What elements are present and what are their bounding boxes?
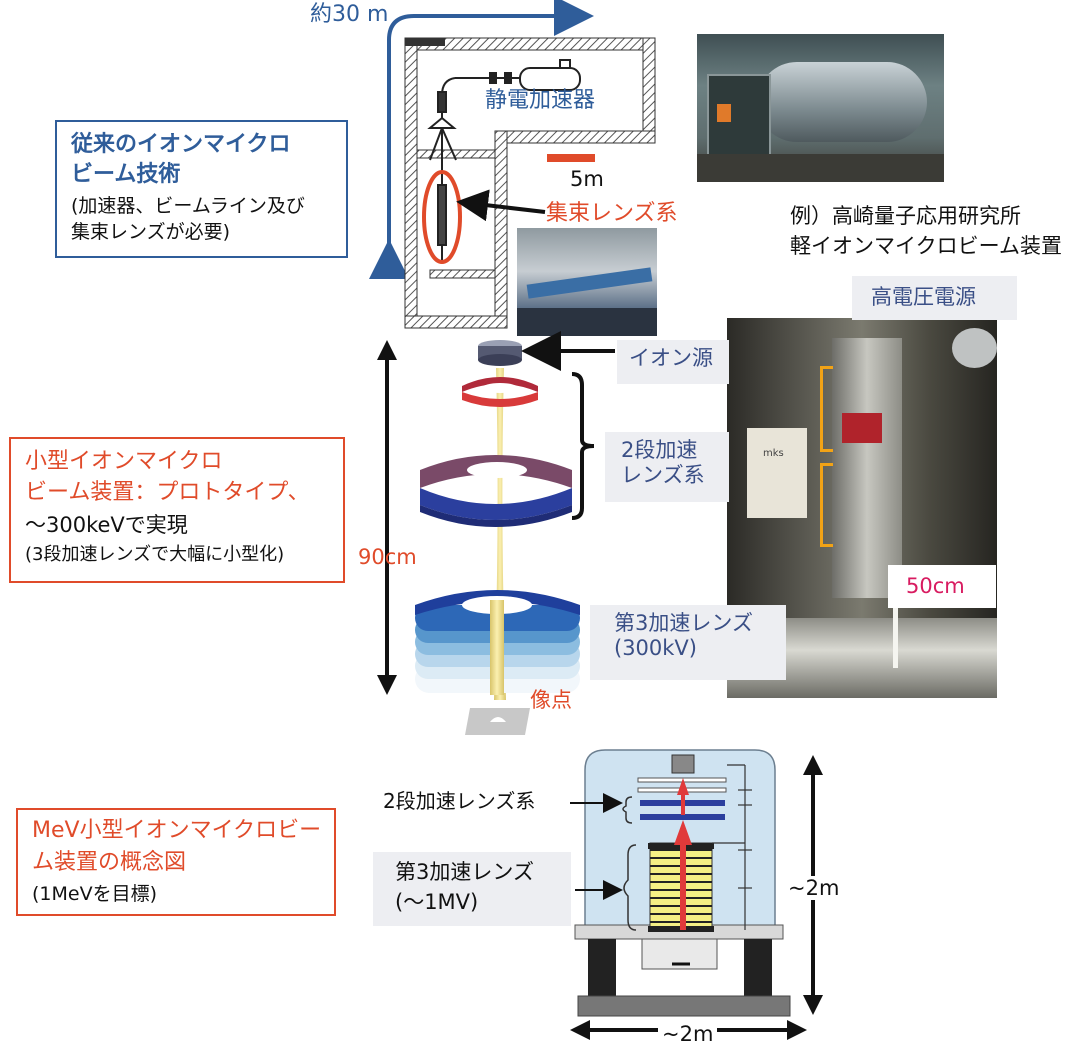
prototype-line2: ビーム装置：プロトタイプ、 [25,480,310,505]
accelerator-photo [697,34,944,182]
ion-source-label: イオン源 [629,346,713,370]
conventional-technology-box: 従来のイオンマイクロ ビーム技術 (加速器、ビームライン及び 集束レンズが必要) [55,120,348,258]
height-label-90cm: 90cm [358,545,417,569]
example-line2: 軽イオンマイクロビーム装置 [790,234,1062,258]
second-lens [420,455,572,527]
concept-third-lens-line1: 第3加速レンズ [395,860,534,884]
conventional-note-line2: 集束レンズが必要) [71,221,231,243]
hv-label-box: 高電圧電源 [852,276,1017,320]
prototype-box: 小型イオンマイクロ ビーム装置：プロトタイプ、 ～300keVで実現 (3段加速… [9,437,345,583]
two-stage-bracket [571,372,595,520]
third-lens-label-box: 第3加速レンズ (300kV) [590,605,786,680]
two-stage-line1: 2段加速 [621,438,698,462]
lens-pointer-arrow [456,189,546,222]
lens-system-label: 集束レンズ系 [546,201,678,226]
prototype-line1: 小型イオンマイクロ [25,449,223,474]
concept-third-lens-box: 第3加速レンズ (～1MV) [373,852,571,926]
two-stage-line2: レンズ系 [621,462,705,487]
first-lens [462,377,538,407]
concept-third-lens-line2: (～1MV) [395,890,479,914]
beamline-drawing [427,59,581,260]
concept-height-label: ~2m [786,876,842,901]
concept-line1: MeV小型イオンマイクロビー [32,818,322,843]
photo-sign: mks [763,448,784,459]
building-walls [404,37,656,329]
two-stage-label-box: 2段加速 レンズ系 [605,432,729,502]
third-lens-line2: (300kV) [614,635,697,660]
third-lens-stack [415,590,580,695]
conventional-title-line2: ビーム技術 [71,162,181,187]
concept-box: MeV小型イオンマイクロビー ム装置の概念図 (1MeVを目標) [16,808,336,916]
distance-label: 約30 m [310,2,389,27]
concept-two-stage-label: 2段加速レンズ系 [383,789,536,813]
concept-width-label: ~2m [658,1022,718,1047]
concept-line2: ム装置の概念図 [32,850,187,875]
scale-label: 5m [570,167,604,191]
prototype-line4: (3段加速レンズで大幅に小型化) [25,544,285,565]
distance-arrow [369,0,594,279]
photo-scale-box: 50cm [888,565,996,608]
hv-label: 高電圧電源 [871,285,976,309]
accelerator-label: 静電加速器 [485,88,596,113]
third-lens-line1: 第3加速レンズ [614,611,753,635]
scale-bar [547,154,595,162]
example-line1: 例）高崎量子応用研究所 [790,204,1021,228]
concept-line3: (1MeVを目標) [32,883,157,905]
conventional-note-line1: (加速器、ビームライン及び [71,195,305,217]
image-point-label: 像点 [530,688,572,712]
prototype-line3: ～300keVで実現 [25,513,188,537]
photo-scale-label: 50cm [906,574,965,598]
conventional-title-line1: 従来のイオンマイクロ [71,132,291,157]
ion-source-label-box: イオン源 [617,340,729,384]
